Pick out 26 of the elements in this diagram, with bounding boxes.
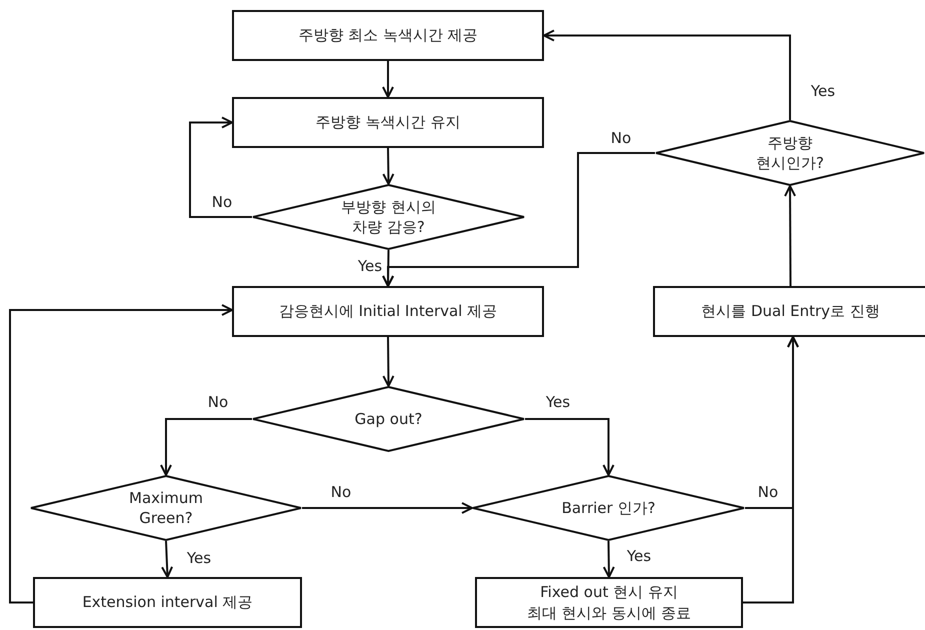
arrow (160, 418, 252, 476)
process-box: 감응현시에 Initial Interval 제공 (232, 286, 544, 337)
arrow (382, 61, 394, 98)
arrow (525, 418, 614, 476)
arrow (543, 30, 791, 120)
process-box: 주방향 녹색시간 유지 (232, 97, 544, 148)
decision-diamond: 부방향 현시의 차량 감응? (252, 184, 525, 250)
arrow (302, 502, 473, 514)
decision-diamond: 주방향 현시인가? (655, 120, 925, 186)
decision-diamond: Maximum Green? (30, 475, 302, 541)
process-box: Fixed out 현시 유지 최대 현시와 동시에 종료 (475, 577, 743, 628)
arrow (602, 540, 615, 578)
arrow (784, 185, 796, 286)
arrow (382, 250, 394, 287)
arrow (9, 304, 233, 604)
decision-diamond: Gap out? (252, 386, 525, 452)
arrow (743, 336, 799, 604)
arrow (161, 540, 174, 578)
arrow (382, 336, 394, 387)
arrow (189, 116, 252, 218)
process-box: 현시를 Dual Entry로 진행 (653, 286, 925, 337)
process-box: Extension interval 제공 (33, 577, 302, 628)
decision-diamond: Barrier 인가? (472, 475, 745, 541)
process-box: 주방향 최소 녹색시간 제공 (232, 10, 544, 61)
arrow (382, 148, 394, 185)
arrow (382, 152, 655, 287)
